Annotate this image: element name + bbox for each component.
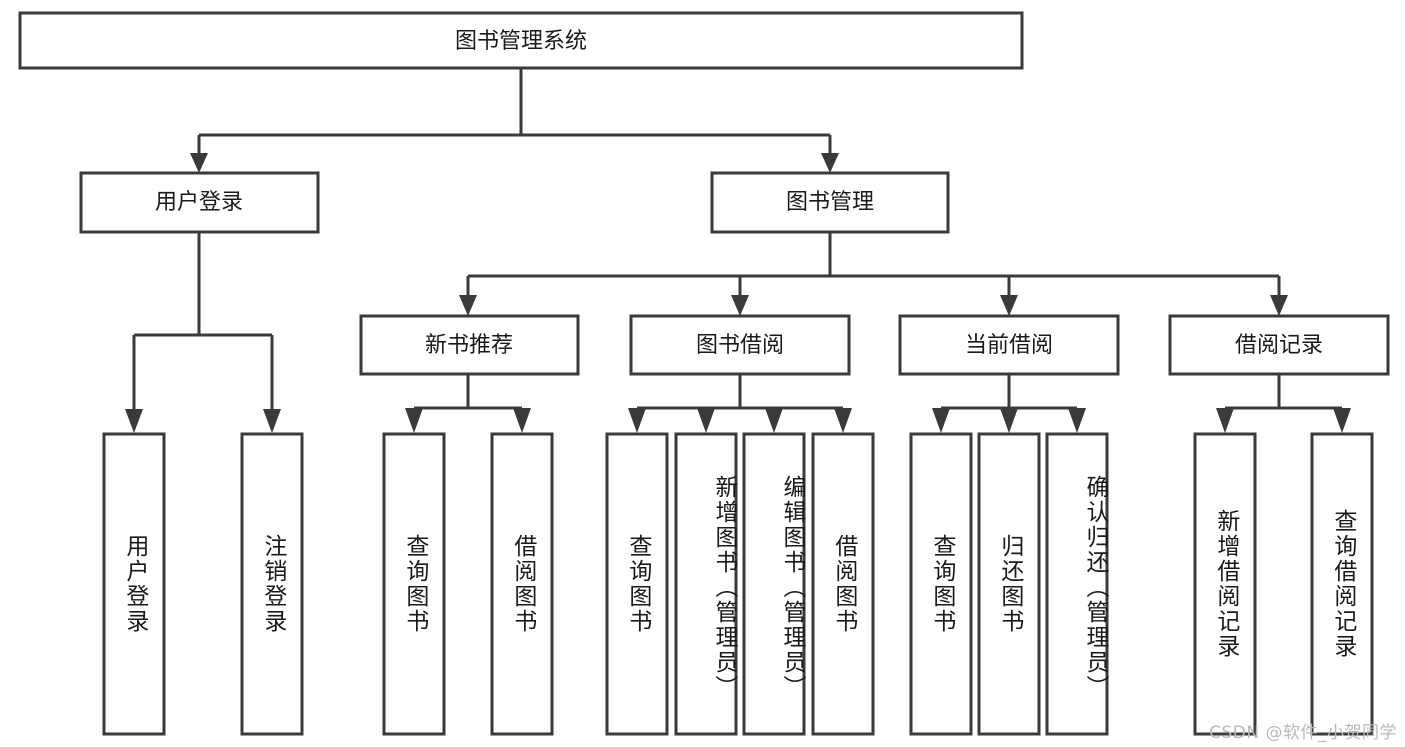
arrowhead-nbr-leaf1 [405,408,423,433]
edges-layer [125,68,1351,433]
node-new-book-rec-box[interactable] [359,314,580,376]
node-leaf-cb-query-box[interactable] [909,432,973,736]
nodes-layer: 图书管理系统 用户登录 图书管理 新书推荐 图书借阅 当前借阅 借阅记录 [18,11,1390,736]
node-leaf-nbr-query-box[interactable] [382,432,446,736]
arrowhead-new-book [459,295,477,316]
node-leaf-br-query-box[interactable] [1310,432,1374,736]
node-leaf-bb-borrow-box[interactable] [811,432,875,736]
arrowhead-bb-leaf1 [628,408,646,433]
node-leaf-nbr-borrow-box[interactable] [490,432,554,736]
arrowhead-bb-leaf3 [765,408,783,433]
arrowhead-cb-leaf3 [1068,408,1086,433]
node-user-login-box[interactable] [79,171,320,234]
arrowhead-book-mgmt [821,153,839,173]
arrowhead-bb-leaf2 [697,408,715,433]
arrowhead-ul-leaf1 [125,409,143,433]
arrowhead-br-leaf1 [1216,408,1234,433]
node-leaf-br-add-box[interactable] [1193,432,1257,736]
node-book-mgmt-label: 图书管理 [786,190,874,215]
node-leaf-cb-return-box[interactable] [977,432,1041,736]
arrowhead-bb-leaf4 [834,408,852,433]
arrowhead-user-login [190,153,208,173]
arrowhead-cb-leaf2 [1000,408,1018,433]
node-current-borrow-box[interactable] [898,314,1120,376]
node-book-borrow-box[interactable] [629,314,851,376]
arrowhead-borrow [731,295,749,316]
node-borrow-record-label: 借阅记录 [1235,333,1323,358]
node-root-box[interactable] [18,11,1024,70]
node-user-login-label: 用户登录 [155,190,243,215]
node-leaf-cb-confirm-box[interactable] [1045,432,1109,736]
csdn-watermark: CSDN @软件_小贺同学 [1209,723,1397,743]
arrowhead-nbr-leaf2 [513,408,531,433]
arrowhead-cb-leaf1 [932,408,950,433]
arrowhead-record [1270,295,1288,316]
node-leaf-ul-logout-box[interactable] [240,432,304,736]
node-borrow-record-box[interactable] [1168,314,1390,376]
node-leaf-bb-add-box[interactable] [674,432,738,736]
node-current-borrow-label: 当前借阅 [965,333,1053,358]
node-leaf-bb-query-box[interactable] [605,432,669,736]
node-book-mgmt-box[interactable] [710,171,950,234]
node-root-label: 图书管理系统 [455,29,587,54]
node-book-borrow-label: 图书借阅 [696,333,784,358]
node-leaf-bb-edit-box[interactable] [742,432,806,736]
arrowhead-br-leaf2 [1333,408,1351,433]
arrowhead-ul-leaf2 [263,409,281,433]
node-leaf-ul-user-login-box[interactable] [102,432,166,736]
arrowhead-current [1000,295,1018,316]
node-new-book-rec-label: 新书推荐 [425,333,513,358]
